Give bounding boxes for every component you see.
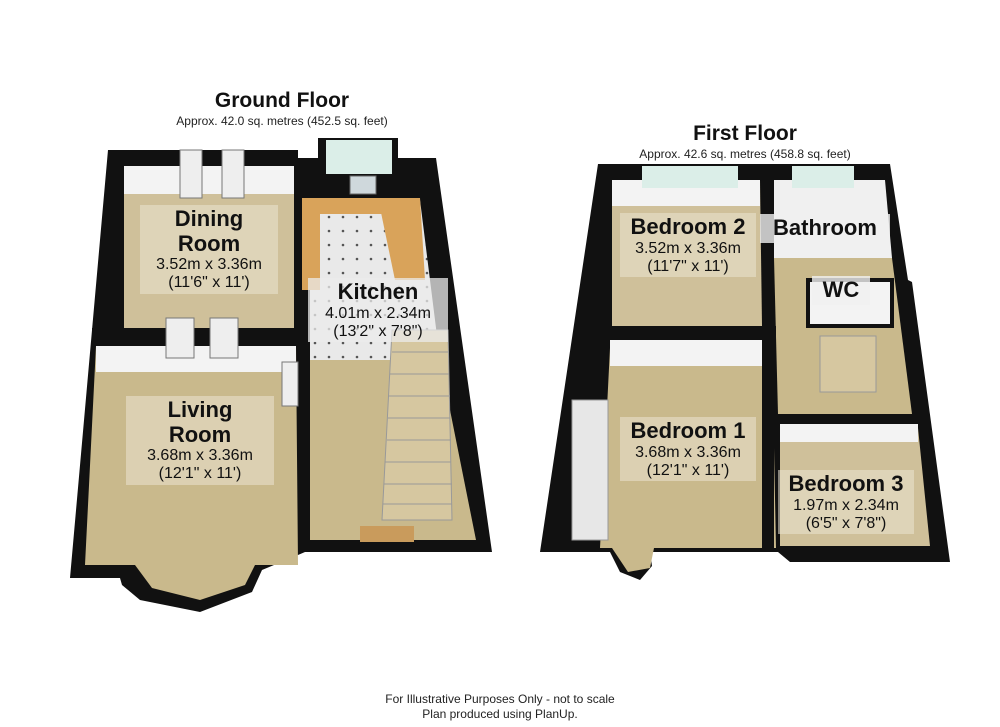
- living-room-dim-metric: 3.68m x 3.36m: [147, 447, 253, 465]
- dining-french-door-left: [179, 149, 203, 199]
- dining-room-name-line1: Dining: [174, 206, 244, 231]
- dining-french-door-right: [221, 149, 245, 199]
- front-door: [360, 526, 414, 542]
- first-floor-central-wall: [762, 176, 774, 548]
- living-room-back-wall: [96, 346, 296, 372]
- bedroom-2-window: [642, 166, 738, 188]
- bedroom-2-dim-imperial: (11'7" x 11'): [647, 257, 729, 275]
- living-door-left: [165, 317, 195, 359]
- landing-stairwell: [819, 335, 877, 393]
- wc-name: WC: [822, 277, 860, 302]
- living-room-name-line2: Room: [168, 421, 232, 447]
- ground-floor-plan: [70, 138, 492, 612]
- bedroom-2-bedroom-1-divider-wall: [586, 326, 776, 340]
- living-room-name-line1: Living: [167, 397, 233, 422]
- living-door-right: [209, 317, 239, 359]
- bedroom-3-back-wall: [780, 420, 918, 442]
- wc-label: WC: [812, 276, 870, 305]
- bedroom-1-back-wall: [610, 340, 772, 366]
- kitchen-window: [326, 140, 392, 174]
- kitchen-label: Kitchen 4.01m x 2.34m (13'2" x 7'8"): [308, 278, 448, 343]
- dining-room-name-line2: Room: [177, 230, 241, 256]
- kitchen-dim-metric: 4.01m x 2.34m: [325, 304, 431, 322]
- kitchen-name: Kitchen: [337, 279, 419, 304]
- bedroom-1-name: Bedroom 1: [630, 418, 746, 443]
- footer-disclaimer: For Illustrative Purposes Only - not to …: [385, 692, 615, 706]
- bedroom-1-wardrobes: [571, 399, 609, 541]
- living-room-dim-imperial: (12'1" x 11'): [158, 465, 242, 483]
- bedroom-2-dim-metric: 3.52m x 3.36m: [635, 239, 741, 257]
- bedroom-3-label: Bedroom 3 1.97m x 2.34m (6'5" x 7'8"): [778, 470, 914, 535]
- ground-floor-title: Ground Floor: [214, 89, 350, 112]
- bedroom-1-label: Bedroom 1 3.68m x 3.36m (12'1" x 11'): [620, 417, 756, 482]
- kitchen-sink: [349, 175, 377, 195]
- bedroom-2-label: Bedroom 2 3.52m x 3.36m (11'7" x 11'): [620, 213, 756, 278]
- living-room-label: Living Room 3.68m x 3.36m (12'1" x 11'): [126, 396, 274, 486]
- bathroom-window: [792, 166, 854, 188]
- bathroom-label: Bathroom: [760, 214, 890, 243]
- ground-floor-stairs: [381, 329, 453, 521]
- bedroom-3-divider-wall: [776, 414, 922, 424]
- kitchen-worktop-right: [378, 198, 425, 280]
- dining-living-divider-wall: [92, 328, 300, 346]
- bedroom-3-name: Bedroom 3: [788, 471, 904, 496]
- ground-floor-area: Approx. 42.0 sq. metres (452.5 sq. feet): [176, 114, 388, 128]
- dining-room-back-wall: [124, 166, 294, 194]
- living-side-door: [281, 361, 299, 407]
- bedroom-3-dim-metric: 1.97m x 2.34m: [793, 496, 899, 514]
- dining-room-dim-metric: 3.52m x 3.36m: [156, 256, 262, 274]
- bedroom-3-dim-imperial: (6'5" x 7'8"): [805, 514, 887, 532]
- first-floor-area: Approx. 42.6 sq. metres (458.8 sq. feet): [639, 147, 851, 161]
- bedroom-1-dim-metric: 3.68m x 3.36m: [635, 443, 741, 461]
- bedroom-2-name: Bedroom 2: [630, 214, 746, 239]
- bathroom-name: Bathroom: [773, 215, 877, 240]
- bedroom-1-dim-imperial: (12'1" x 11'): [646, 461, 730, 479]
- dining-room-dim-imperial: (11'6" x 11'): [168, 274, 250, 292]
- footer-credit: Plan produced using PlanUp.: [422, 707, 578, 721]
- kitchen-dim-imperial: (13'2" x 7'8"): [333, 322, 423, 340]
- first-floor-title: First Floor: [693, 122, 797, 145]
- dining-room-label: Dining Room 3.52m x 3.36m (11'6" x 11'): [140, 205, 278, 295]
